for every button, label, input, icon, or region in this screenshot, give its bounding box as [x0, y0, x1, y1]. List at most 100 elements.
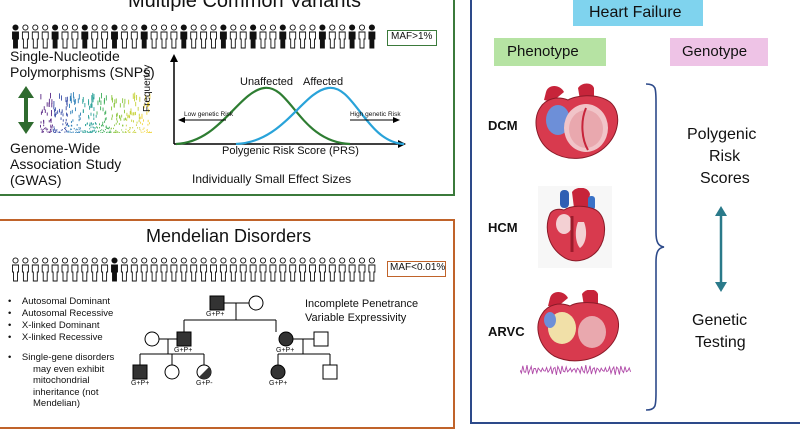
- gwas-point: [136, 94, 138, 101]
- person-icon: [289, 257, 297, 282]
- gwas-point: [50, 118, 52, 121]
- pedigree-male-unaffected: [313, 331, 329, 347]
- affected-curve: [235, 86, 405, 146]
- gwas-point: [115, 131, 117, 133]
- gwas-point: [91, 103, 93, 108]
- gwas-point: [141, 113, 143, 117]
- gwas-point: [74, 100, 76, 105]
- gwas-point: [89, 122, 91, 125]
- gwas-point: [98, 130, 100, 132]
- person-icon: [318, 257, 326, 282]
- person-icon: [21, 24, 29, 49]
- gwas-point: [54, 114, 56, 118]
- pedigree-male-affected: [176, 331, 192, 347]
- person-icon: [219, 24, 227, 49]
- gwas-point: [78, 130, 80, 132]
- gwas-point: [67, 125, 69, 127]
- gwas-point: [92, 92, 94, 99]
- gwas-point: [111, 106, 113, 111]
- gwas-point: [72, 92, 74, 98]
- gwas-point: [124, 98, 126, 104]
- polygenic-line2: Risk: [709, 148, 741, 165]
- gwas-point: [59, 131, 61, 133]
- gwas-point: [134, 129, 135, 131]
- person-icon: [348, 24, 356, 49]
- person-icon: [170, 24, 178, 49]
- gwas-point: [92, 130, 94, 132]
- gwas-point: [81, 130, 83, 132]
- gwas-point: [47, 131, 49, 133]
- bullet-item: • Autosomal Dominant: [8, 296, 111, 307]
- gwas-point: [147, 103, 149, 108]
- pedigree-carrier-half: [199, 367, 212, 380]
- gwas-point: [45, 128, 47, 130]
- gwas-point: [53, 129, 55, 131]
- maf-mendelian-box: [387, 261, 446, 277]
- gwas-point: [147, 131, 148, 133]
- gwas-point: [138, 113, 140, 117]
- gwas-point: [57, 110, 59, 114]
- gwas-point: [79, 117, 81, 120]
- gwas-point: [70, 128, 71, 130]
- person-icon: [111, 257, 118, 282]
- gwas-point: [59, 93, 60, 99]
- gwas-point: [109, 131, 111, 133]
- gwas-point: [141, 123, 143, 126]
- gwas-point: [49, 131, 51, 133]
- gwas-point: [114, 99, 116, 105]
- effect-size-label: Individually Small Effect Sizes: [192, 172, 352, 186]
- person-icon: [200, 24, 208, 49]
- gwas-point: [104, 97, 105, 103]
- gwas-point: [65, 106, 67, 111]
- gwas-point: [91, 122, 92, 125]
- gwas-point: [73, 127, 75, 130]
- double-arrow-icon: [18, 86, 34, 134]
- gwas-point: [116, 113, 118, 117]
- gwas-point: [91, 130, 93, 132]
- bullet-item: • Autosomal Recessive: [8, 308, 114, 319]
- gwas-label-line1: Genome-Wide: [10, 140, 101, 156]
- gwas-point: [48, 120, 50, 123]
- gwas-point: [129, 128, 131, 131]
- gwas-point: [116, 117, 118, 121]
- gwas-point: [93, 107, 95, 111]
- gwas-point: [124, 109, 125, 114]
- gwas-point: [92, 126, 94, 128]
- common-variants-title: Multiple Common Variants: [128, 0, 362, 12]
- maf-mendelian-label: MAF<0.01%: [390, 262, 446, 273]
- gwas-point: [51, 124, 53, 127]
- gwas-point: [65, 124, 67, 126]
- gwas-point: [91, 98, 93, 104]
- person-icon: [21, 257, 29, 282]
- gwas-point: [91, 131, 93, 133]
- person-icon: [239, 24, 247, 49]
- gwas-point: [64, 127, 65, 130]
- gwas-point: [56, 129, 58, 131]
- gwas-point: [66, 122, 68, 125]
- gwas-point: [100, 130, 102, 132]
- person-icon: [249, 257, 257, 282]
- gwas-point: [54, 113, 56, 117]
- gwas-point: [143, 104, 145, 109]
- gwas-point: [139, 96, 141, 102]
- person-icon: [259, 257, 267, 282]
- gwas-point: [43, 127, 45, 130]
- phenotype-header-box: [494, 38, 606, 66]
- person-icon: [101, 24, 109, 49]
- gwas-point: [56, 131, 58, 133]
- gwas-point: [146, 102, 148, 107]
- person-icon: [358, 257, 366, 282]
- gwas-point: [135, 101, 137, 107]
- gwas-point: [50, 126, 52, 128]
- gwas-point: [118, 131, 120, 133]
- gwas-point: [50, 124, 52, 127]
- gwas-point: [115, 129, 117, 131]
- gwas-point: [106, 131, 108, 133]
- gwas-point: [123, 118, 125, 121]
- pedigree-label-III3: G+P-: [196, 380, 213, 387]
- gwas-point: [132, 112, 134, 116]
- person-icon: [338, 24, 346, 49]
- gwas-point: [141, 115, 143, 119]
- gwas-point: [145, 94, 147, 101]
- gwas-point: [50, 120, 52, 123]
